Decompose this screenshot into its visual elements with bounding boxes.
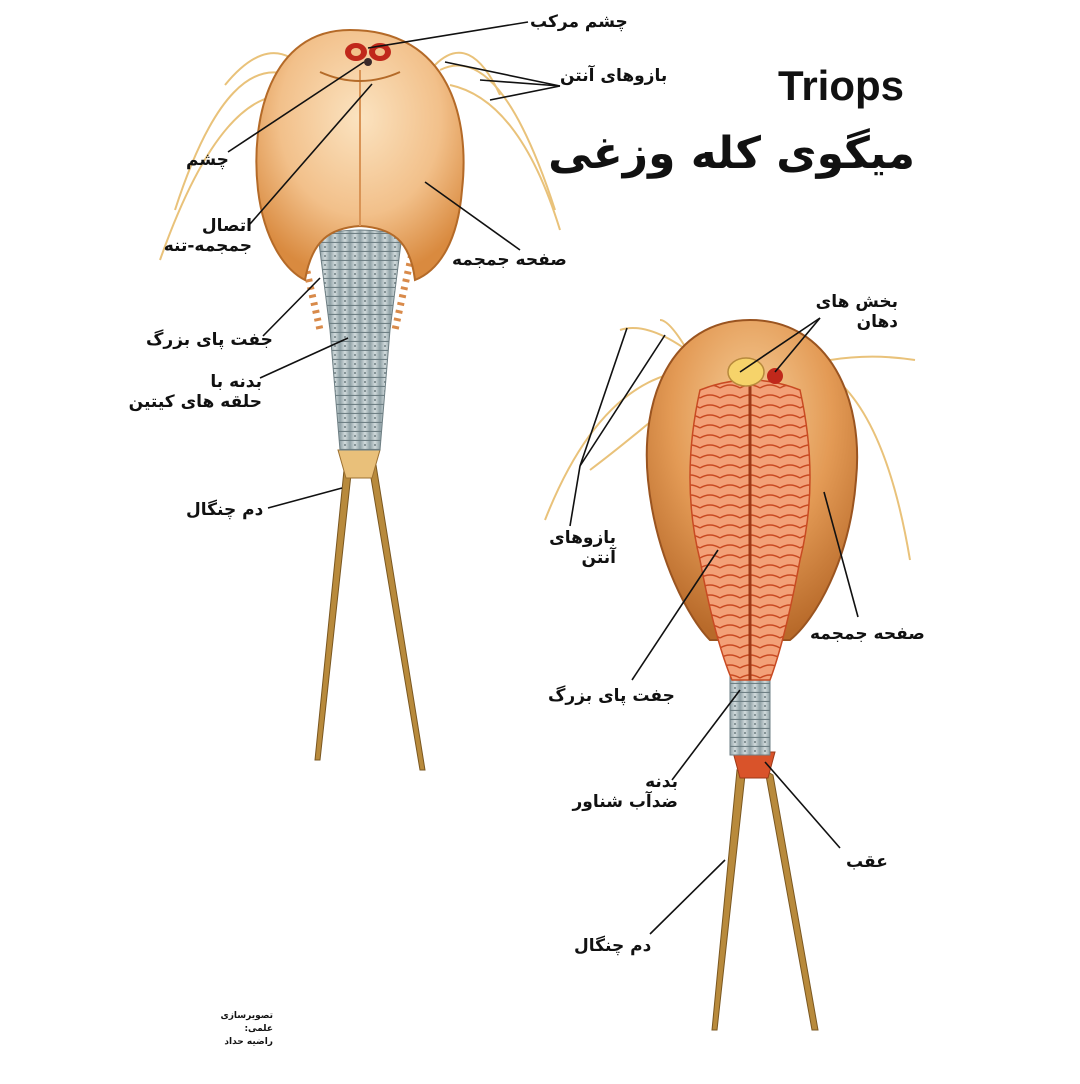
- dorsal-body-rings: [296, 229, 419, 451]
- dorsal-triops: [159, 28, 561, 771]
- title-latin: Triops: [778, 62, 905, 109]
- label-mouthparts: بخش های دهان: [815, 292, 898, 332]
- ventral-fork-tail: [711, 751, 819, 1031]
- illustration-credit: تصویرسازی علمی: راضیه حداد: [220, 1011, 273, 1047]
- label-fork-tail-dorsal: دم چنگال: [186, 500, 264, 520]
- label-antennae-ventral: بازوهای آنتن: [549, 528, 616, 568]
- label-large-legs-dorsal: جفت پای بزرگ: [146, 330, 273, 350]
- label-buoyant-body: بدنه ضدآب شناور: [572, 772, 678, 812]
- label-large-legs-ventral: جفت پای بزرگ: [548, 686, 675, 706]
- label-carapace-ventral: صفحه جمجمه: [810, 624, 925, 644]
- label-compound-eye: چشم مرکب: [530, 12, 628, 32]
- ventral-triops: [544, 318, 916, 1031]
- ventral-mouthparts: [727, 357, 783, 387]
- title-persian: میگوی کله وزغی: [548, 128, 915, 179]
- label-antennae-dorsal: بازوهای آنتن: [560, 66, 668, 86]
- label-eye: چشم: [186, 150, 229, 170]
- label-fork-tail-ventral: دم چنگال: [574, 936, 652, 956]
- leader-lines: [227, 21, 859, 935]
- label-carapace-dorsal: صفحه جمجمه: [452, 250, 567, 270]
- label-rear: عقب: [846, 852, 888, 872]
- label-head-body-joint: اتصال جمجمه-تنه: [163, 216, 252, 256]
- label-chitin-body: بدنه با حلقه های کیتین: [128, 372, 262, 412]
- dorsal-fork-tail: [314, 449, 426, 771]
- dorsal-compound-eye: [345, 43, 391, 66]
